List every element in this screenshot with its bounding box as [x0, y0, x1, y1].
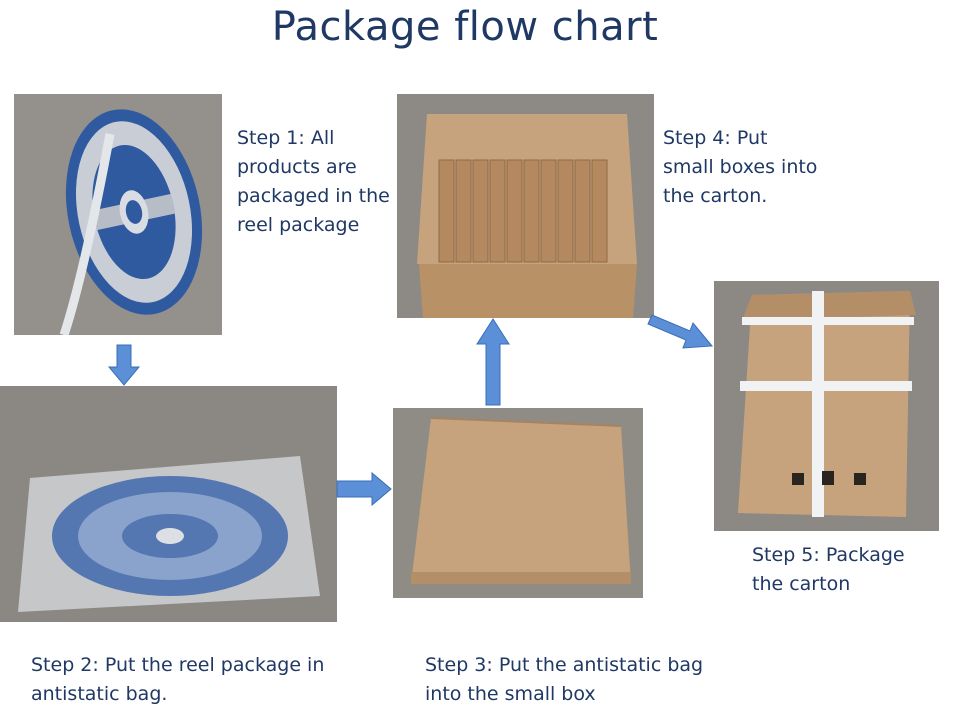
step-1-caption: Step 1: All products are packaged in the…: [237, 127, 390, 236]
arrow-right-step2-to-step3: [336, 471, 392, 507]
arrow-down-step1-to-step2: [107, 344, 141, 386]
arrow-up-step3-to-step4: [476, 318, 510, 406]
open-carton-photo: [397, 94, 654, 318]
step-4-caption: Step 4: Put small boxes into the carton.: [663, 127, 818, 207]
step-3-caption: Step 3: Put the antistatic bag into the …: [425, 654, 704, 705]
antistatic-bag-photo: [0, 386, 337, 622]
strapped-carton-photo: [714, 281, 939, 531]
small-box-photo: [393, 408, 643, 598]
arrow-right-step4-to-step5: [647, 314, 714, 349]
step-5-caption: Step 5: Package the carton: [752, 544, 905, 595]
reel-photo: [14, 94, 222, 335]
step-2-caption: Step 2: Put the reel package in antistat…: [31, 654, 325, 705]
page-title: Package flow chart: [271, 4, 659, 50]
